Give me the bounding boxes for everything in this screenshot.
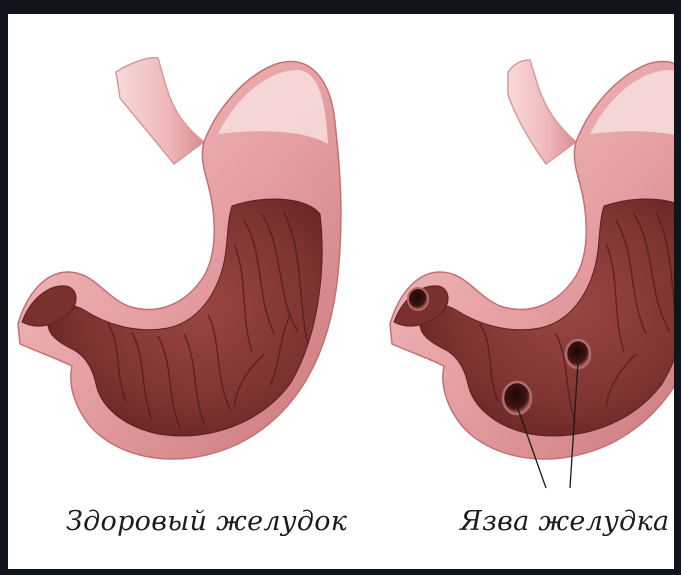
ulcer-caption: Язва желудка xyxy=(460,506,669,537)
ulcer-pit-1 xyxy=(408,288,428,310)
ulcer-stomach-illustration xyxy=(390,60,674,488)
ulcer-pit-2 xyxy=(503,382,531,414)
image-canvas: Здоровый желудок Язва желудка xyxy=(8,14,674,569)
stomach-comparison-illustration xyxy=(8,14,674,569)
healthy-stomach-caption: Здоровый желудок xyxy=(66,506,347,537)
healthy-stomach-illustration xyxy=(18,58,341,459)
